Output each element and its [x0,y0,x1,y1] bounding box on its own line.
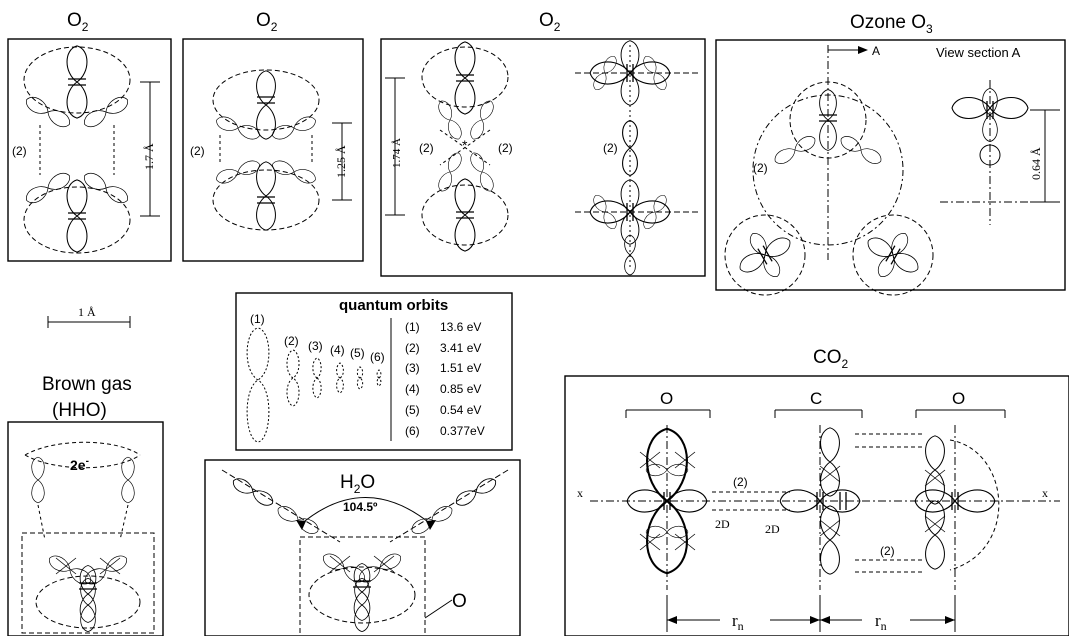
legend-frame [235,292,513,451]
co2-group-right: O [952,389,965,408]
h2o-angle: 104.5º [343,500,378,514]
brown-gas-panel: Brown gas (HHO) 2e- [7,374,164,637]
svg-text:*: * [462,137,468,153]
svg-text:(4): (4) [405,382,420,396]
energy-row-1: (1) 13.6 eV [405,320,481,334]
svg-text:(6): (6) [405,424,420,438]
svg-text:0.377eV: 0.377eV [440,424,485,438]
o2-dimension-1: 1.7 Å [142,143,156,170]
o2-frame-1 [7,38,172,262]
ozone-dimension: 0.64 Å [1029,147,1043,180]
co2-panel: CO2 x x O C O [564,347,1069,637]
o2-title-3: O2 [539,10,561,34]
o2-panel-1: O2 (2) 1.7 Å [7,10,172,262]
svg-text:(5): (5) [405,403,420,417]
energy-row-4: (4) 0.85 eV [405,382,481,396]
svg-text:0.54 eV: 0.54 eV [440,403,481,417]
o2-title-2: O2 [256,10,278,34]
o2-bond-label-3b: (2) [498,141,513,155]
orbit-num-2: (2) [284,334,299,348]
co2-2d-right: 2D [765,522,780,536]
o2-bond-label-3c: (2) [603,141,618,155]
svg-text:1.51 eV: 1.51 eV [440,361,481,375]
svg-text:13.6 eV: 13.6 eV [440,320,481,334]
orbit-num-1: (1) [250,312,265,326]
ozone-arrow-label: A [872,44,880,58]
ozone-view-label: View section A [936,45,1021,60]
svg-text:(3): (3) [405,361,420,375]
o2-dimension-2: 1.25 Å [334,145,348,178]
h2o-o-label: O [452,591,467,612]
ozone-frame [715,39,1066,291]
co2-title: CO2 [813,347,849,371]
o2-bond-label-3a: (2) [419,141,434,155]
scale-bar: 1 Å [47,305,131,328]
orbit-num-6: (6) [370,350,385,364]
h2o-title: H2O [340,472,375,496]
brown-gas-title: Brown gas [42,374,132,395]
ozone-bond-label: (2) [753,161,768,175]
co2-rn-1: rn [732,611,744,633]
energy-row-2: (2) 3.41 eV [405,341,481,355]
brown-gas-electrons: 2e- [70,456,89,473]
quantum-orbits-legend: quantum orbits (1) (2) (3) (4) (5) (6) (… [235,292,513,451]
co2-2d-left: 2D [715,517,730,531]
orbit-num-4: (4) [330,343,345,357]
energy-row-3: (3) 1.51 eV [405,361,481,375]
co2-group-left: O [660,389,673,408]
o2-bond-label-2: (2) [190,144,205,158]
ozone-panel: Ozone O3 A View section A (2) 0.64 Å [715,12,1066,296]
orbit-num-5: (5) [350,346,365,360]
o2-bond-label-1: (2) [12,144,27,158]
legend-title: quantum orbits [339,297,448,314]
o2-dimension-3: 1.74 Å [391,138,403,168]
co2-group-center: C [810,389,822,408]
hho-title: (HHO) [52,400,107,421]
energy-row-5: (5) 0.54 eV [405,403,481,417]
h2o-panel: H2O 104.5º O [204,459,521,637]
orbit-num-3: (3) [308,339,323,353]
o2-frame-2 [182,38,364,262]
o2-frame-3 [380,38,706,277]
svg-text:(2): (2) [405,341,420,355]
svg-text:(1): (1) [405,320,420,334]
ozone-title: Ozone O3 [850,12,933,36]
o2-panel-2: O2 (2) 1.25 Å [182,10,364,262]
energy-row-6: (6) 0.377eV [405,424,485,438]
co2-rn-2: rn [875,611,887,633]
o2-panel-3: O2 * (2) (2) 1.74 Å [380,10,706,277]
o2-title-1: O2 [67,10,89,34]
svg-text:3.41 eV: 3.41 eV [440,341,481,355]
co2-x-right: x [1042,486,1048,500]
svg-text:0.85 eV: 0.85 eV [440,382,481,396]
scale-label: 1 Å [78,305,96,319]
co2-bond-label-1: (2) [733,475,748,489]
co2-bond-label-2: (2) [880,544,895,558]
co2-x-left: x [577,486,583,500]
